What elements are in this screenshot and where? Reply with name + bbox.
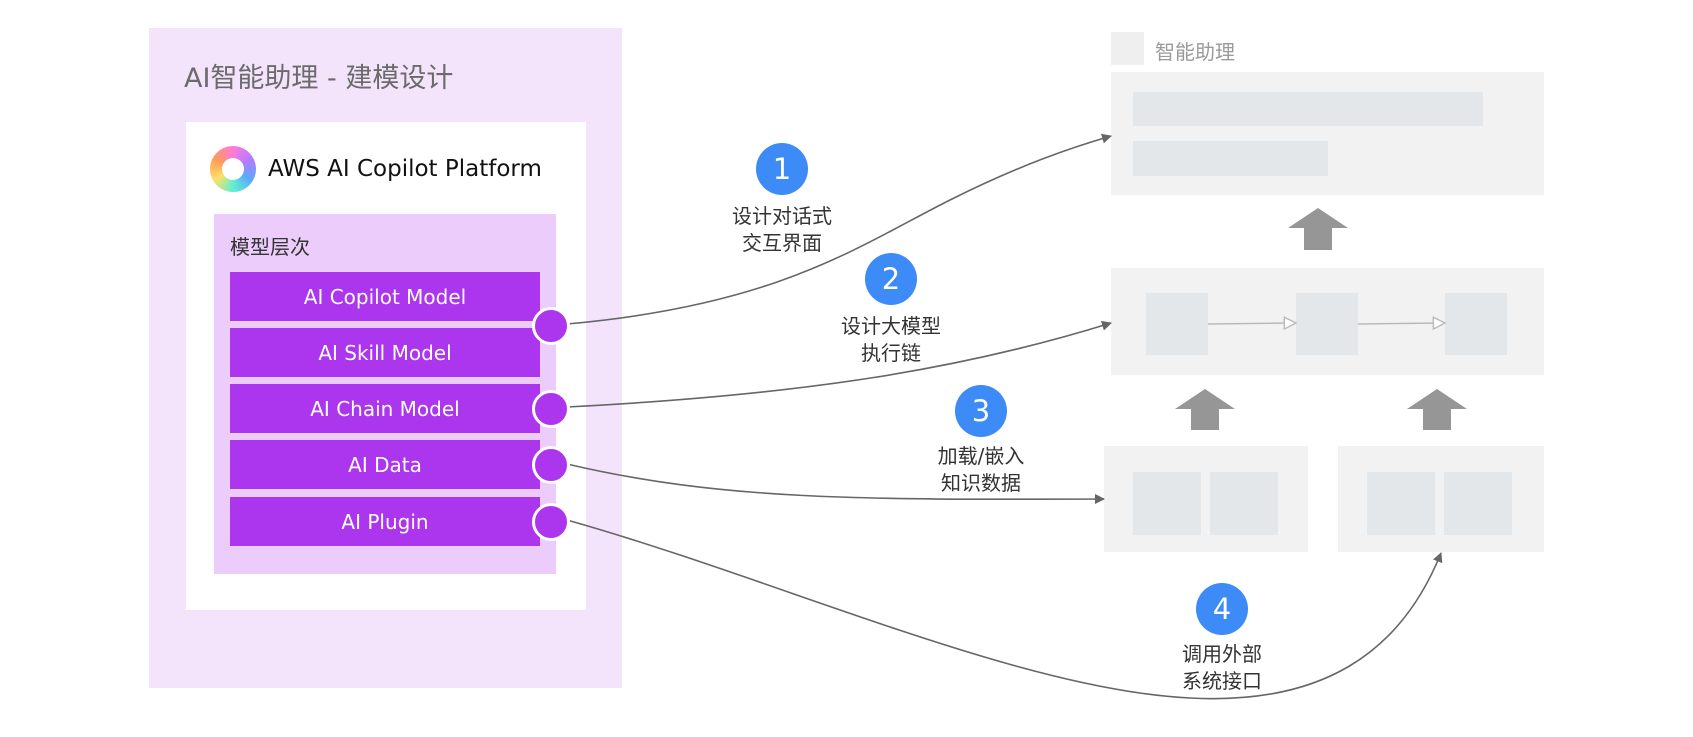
chain-link-arrow bbox=[1207, 323, 1296, 324]
curve-plugin-to-api bbox=[566, 519, 1443, 700]
chain-node-2 bbox=[1296, 293, 1358, 355]
chain-link-arrow bbox=[1357, 323, 1445, 324]
model-layer-title: 模型层次 bbox=[230, 235, 310, 259]
api-block-1 bbox=[1367, 472, 1435, 535]
knowledge-block-1 bbox=[1133, 472, 1201, 535]
step-caption-4-line-2: 系统接口 bbox=[1182, 669, 1262, 693]
step-caption-2-line-1: 设计大模型 bbox=[841, 314, 941, 338]
curve-chain-to-execution bbox=[566, 320, 1112, 408]
model-bar-chain: AI Chain Model bbox=[230, 384, 540, 433]
up-arrow-icon bbox=[1175, 389, 1235, 430]
step-caption-4: 调用外部 系统接口 bbox=[1182, 641, 1262, 695]
step-caption-1: 设计对话式 交互界面 bbox=[732, 203, 832, 257]
panel-title: AI智能助理 - 建模设计 bbox=[184, 63, 454, 94]
connector-dot-copilot bbox=[532, 307, 570, 345]
chain-node-3 bbox=[1445, 293, 1507, 355]
connector-dot-plugin bbox=[532, 503, 570, 541]
model-bar-skill: AI Skill Model bbox=[230, 328, 540, 377]
step-caption-4-line-1: 调用外部 bbox=[1182, 642, 1262, 666]
step-caption-3-line-2: 知识数据 bbox=[941, 471, 1021, 495]
knowledge-block-2 bbox=[1210, 472, 1278, 535]
gradient-ring-logo-icon bbox=[210, 146, 256, 192]
platform-name: AWS AI Copilot Platform bbox=[268, 156, 542, 182]
api-block-2 bbox=[1444, 472, 1512, 535]
step-caption-2: 设计大模型 执行链 bbox=[841, 313, 941, 367]
step-caption-2-line-2: 执行链 bbox=[861, 341, 921, 365]
up-arrow-icon bbox=[1288, 208, 1348, 250]
assistant-icon bbox=[1111, 32, 1144, 65]
model-bar-copilot: AI Copilot Model bbox=[230, 272, 540, 321]
step-caption-1-line-1: 设计对话式 bbox=[732, 204, 832, 228]
curve-copilot-to-chat bbox=[566, 133, 1112, 325]
chain-node-1 bbox=[1146, 293, 1208, 355]
up-arrow-icon bbox=[1407, 389, 1467, 430]
connector-dot-chain bbox=[532, 390, 570, 428]
curve-data-to-knowledge bbox=[566, 463, 1105, 505]
chat-ui-line-2 bbox=[1133, 141, 1328, 176]
model-bar-plugin: AI Plugin bbox=[230, 497, 540, 546]
step-badge-2: 2 bbox=[865, 253, 917, 305]
step-badge-3: 3 bbox=[955, 385, 1007, 437]
step-badge-1: 1 bbox=[756, 143, 808, 195]
connector-dot-data bbox=[532, 446, 570, 484]
model-bar-data: AI Data bbox=[230, 440, 540, 489]
chat-ui-line-1 bbox=[1133, 92, 1483, 126]
assistant-label: 智能助理 bbox=[1155, 40, 1235, 64]
step-badge-4: 4 bbox=[1196, 583, 1248, 635]
step-caption-3-line-1: 加载/嵌入 bbox=[937, 444, 1025, 468]
step-caption-3: 加载/嵌入 知识数据 bbox=[938, 443, 1025, 497]
step-caption-1-line-2: 交互界面 bbox=[742, 231, 822, 255]
